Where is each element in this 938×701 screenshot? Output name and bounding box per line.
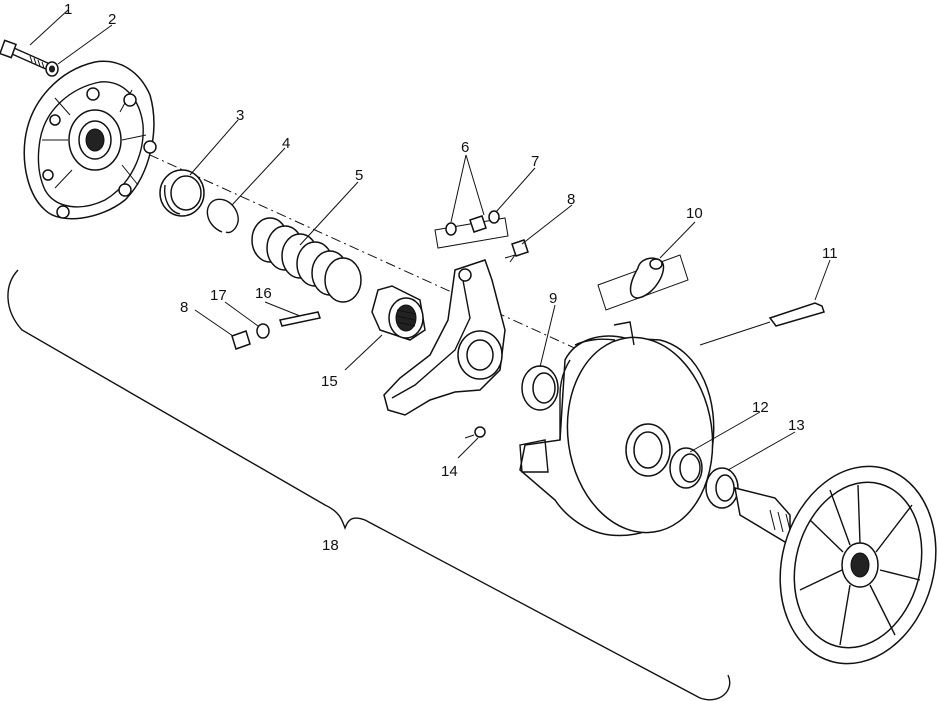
callout-12: 12	[752, 399, 769, 416]
part-roller-right	[504, 239, 529, 263]
callout-2: 2	[108, 11, 116, 28]
callout-9: 9	[549, 290, 557, 307]
part-small-washer	[256, 323, 270, 339]
part-fixed-sheave	[734, 465, 937, 665]
callout-14: 14	[441, 463, 458, 480]
part-shaft-washer	[705, 467, 739, 509]
callout-8-left: 8	[180, 299, 188, 316]
part-cover-plate	[23, 60, 157, 220]
callout-18: 18	[322, 537, 339, 554]
callout-10: 10	[686, 205, 703, 222]
part-sheave-bushing	[669, 447, 703, 489]
part-spring	[251, 217, 362, 303]
part-spider-arm	[383, 259, 506, 416]
part-bolt	[0, 39, 51, 71]
callout-6: 6	[461, 139, 469, 156]
part-set-screw	[464, 426, 486, 439]
callout-1: 1	[64, 1, 72, 18]
part-spider-nut	[371, 285, 426, 341]
part-snap-ring	[206, 198, 239, 234]
part-pin	[279, 311, 321, 327]
part-washer	[45, 61, 59, 77]
callout-3: 3	[236, 107, 244, 124]
callout-16: 16	[255, 285, 272, 302]
callout-4: 4	[282, 135, 290, 152]
leader-lines	[29, 9, 831, 471]
assembly-bracket	[7, 269, 731, 701]
part-moveable-sheave	[519, 321, 715, 537]
callout-5: 5	[355, 167, 363, 184]
part-bushing-ring	[159, 169, 205, 217]
part-roller-left	[231, 330, 251, 350]
part-fastener-group	[434, 210, 509, 249]
callout-8-right: 8	[567, 191, 575, 208]
callout-15: 15	[321, 373, 338, 390]
part-pivot-pin	[699, 302, 825, 346]
callout-13: 13	[788, 417, 805, 434]
part-cam-weight	[597, 254, 689, 311]
callout-11: 11	[822, 245, 838, 262]
callout-7: 7	[531, 153, 539, 170]
part-thrust-washer	[521, 365, 559, 411]
callout-17: 17	[210, 287, 227, 304]
